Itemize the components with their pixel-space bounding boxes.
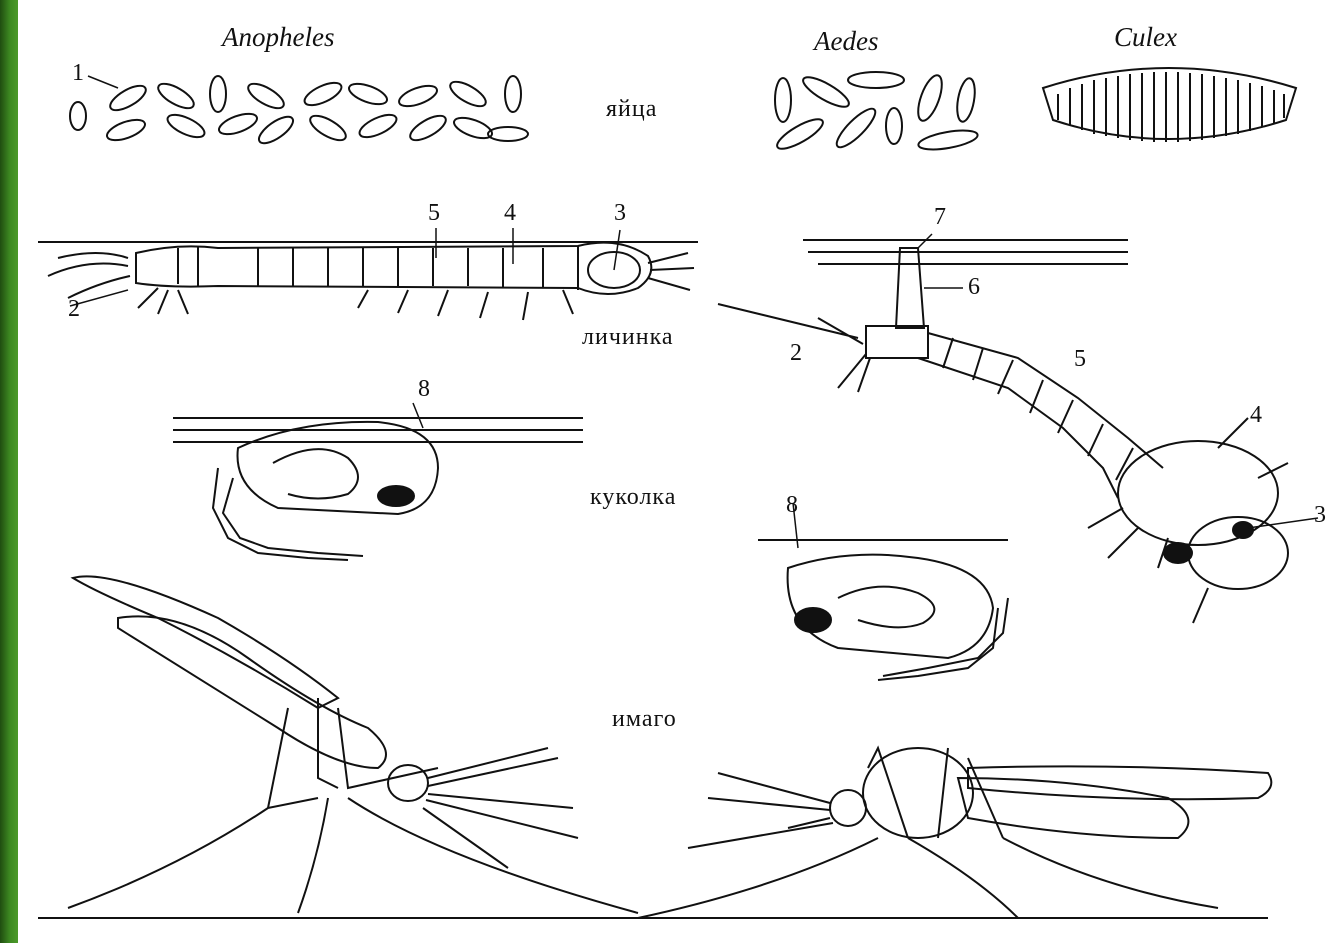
- genus-aedes-title: Aedes: [814, 26, 878, 57]
- stage-eggs-label: яйца: [606, 96, 657, 123]
- anopheles-larva-callout-2: 2: [68, 296, 80, 323]
- culex-larva-callout-5: 5: [1074, 346, 1086, 373]
- anopheles-pupa: [173, 403, 583, 560]
- culex-larva-callout-6: 6: [968, 274, 980, 301]
- anopheles-eggs: [70, 76, 528, 148]
- lifecycle-drawing: [18, 8, 1338, 943]
- culex-larva-callout-2: 2: [790, 340, 802, 367]
- stage-larva-label: личинка: [582, 324, 674, 351]
- genus-anopheles-title: Anopheles: [222, 22, 334, 53]
- stage-pupa-label: куколка: [590, 484, 676, 511]
- diagram-canvas: Anopheles Aedes Culex яйца личинка кукол…: [18, 8, 1338, 943]
- anopheles-pupa-callout-8: 8: [418, 376, 430, 403]
- stage-adult-label: имаго: [612, 706, 677, 733]
- culex-egg-raft: [1043, 68, 1296, 142]
- culex-pupa: [758, 503, 1008, 680]
- anopheles-larva-callout-4: 4: [504, 200, 516, 227]
- culex-pupa-callout-8: 8: [786, 492, 798, 519]
- callout-1: 1: [72, 60, 84, 87]
- anopheles-larva: [38, 228, 698, 320]
- anopheles-larva-callout-3: 3: [614, 200, 626, 227]
- culex-larva-callout-3: 3: [1314, 502, 1326, 529]
- anopheles-adult: [38, 576, 1268, 918]
- genus-culex-title: Culex: [1114, 22, 1177, 53]
- aedes-eggs: [773, 72, 978, 154]
- culex-larva: [718, 234, 1318, 623]
- culex-larva-callout-7: 7: [934, 204, 946, 231]
- anopheles-larva-callout-5: 5: [428, 200, 440, 227]
- culex-adult: [638, 748, 1271, 918]
- culex-larva-callout-4: 4: [1250, 402, 1262, 429]
